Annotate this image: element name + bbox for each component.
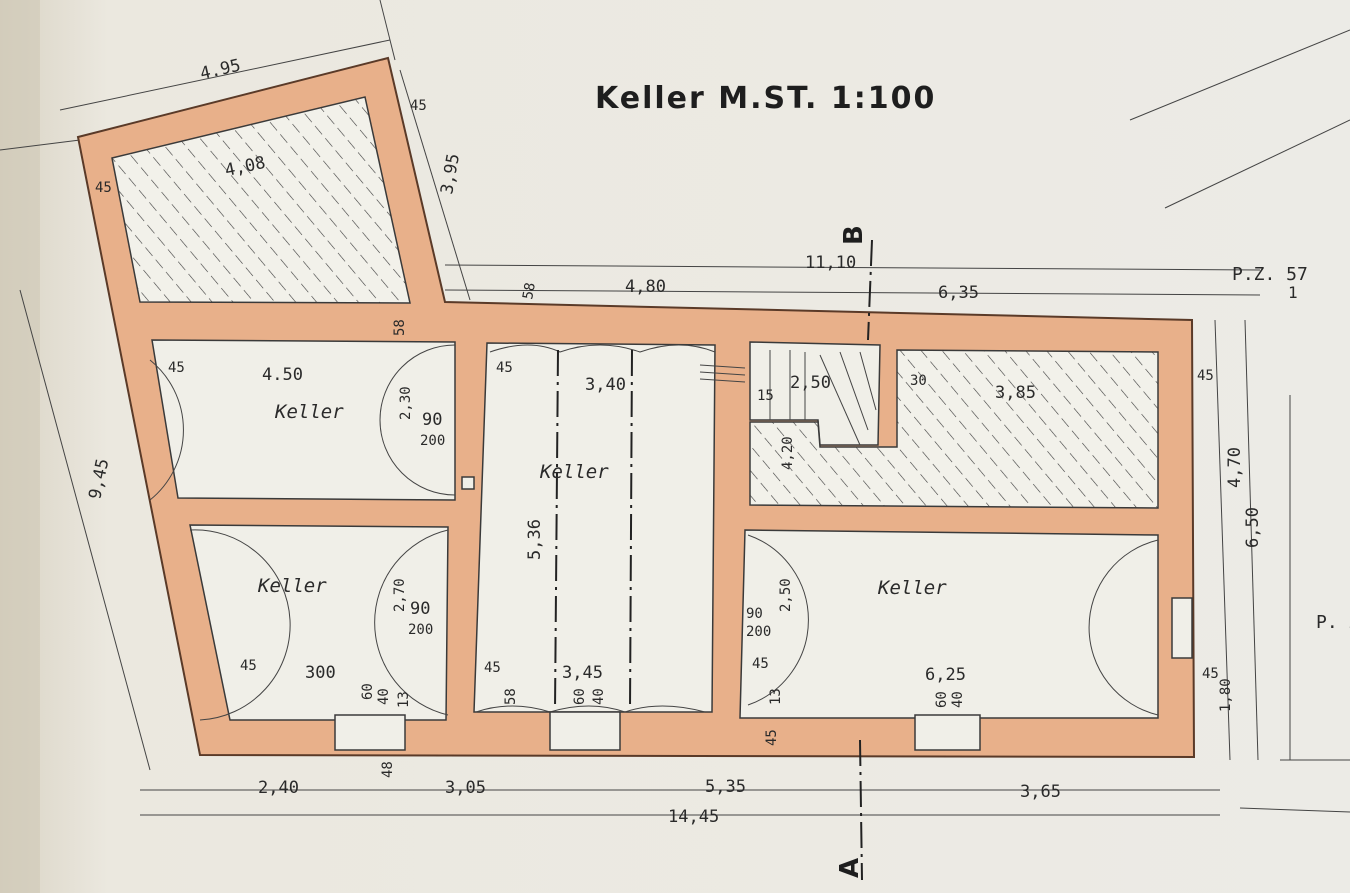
dim-right-650: 6,50 (1243, 507, 1263, 548)
keller-room-1-floor (151, 339, 456, 501)
dim-r1-door-h: 200 (420, 433, 445, 449)
dim-right-470: 4,70 (1225, 447, 1245, 488)
section-axes (554, 239, 873, 881)
dim-w58-top: 58 (520, 281, 539, 300)
dim-r4-wall: 45 (752, 656, 769, 672)
stair-steps (699, 350, 877, 446)
door-swings (149, 344, 1159, 721)
dim-hatched-right: 3,85 (995, 383, 1036, 403)
dim-stair-250: 2,50 (790, 373, 831, 393)
dim-r3b-width: 3,45 (562, 663, 603, 683)
dim-r1-height: 2,30 (398, 386, 414, 420)
dim-left-wall: 45 (95, 180, 112, 196)
dim-r4-40: 40 (950, 691, 966, 708)
rooms (111, 96, 1159, 721)
dim-r2-width: 300 (305, 663, 336, 683)
room-label-2: Keller (257, 575, 327, 597)
dim-r1-width: 4.50 (262, 365, 303, 385)
dim-r3-width: 3,40 (585, 375, 626, 395)
dim-r2-height: 2,70 (392, 578, 408, 612)
section-marker-b: B (839, 223, 869, 245)
dim-stair-30: 30 (910, 373, 927, 389)
dim-r3b-wall: 45 (484, 660, 501, 676)
hatched-room-top-left (111, 96, 411, 304)
dim-r2-40: 40 (376, 688, 392, 705)
dim-r4-250: 2,50 (778, 578, 794, 612)
dim-r1-door-w: 90 (422, 410, 442, 430)
dim-right-wall-top: 45 (1197, 368, 1214, 384)
dim-bottom-535: 5,35 (705, 777, 746, 797)
dim-overall-top: 11,10 (805, 253, 856, 273)
plan-title: Keller M.ST. 1:100 (595, 81, 936, 116)
dim-r2-wall: 45 (240, 658, 257, 674)
keller-room-4-floor (739, 529, 1159, 719)
dim-bottom-305: 3,05 (445, 778, 486, 798)
dim-w58-mid: 58 (392, 319, 408, 336)
dim-r2-48: 48 (380, 761, 396, 778)
dim-r3-wall: 45 (496, 360, 513, 376)
room-label-1: Keller (274, 401, 344, 423)
dimension-labels: 4.95 45 3,95 4,08 45 11,10 4,80 6,35 58 … (85, 56, 1263, 827)
dim-stair-420: 4,20 (780, 436, 796, 470)
dim-r4-45b: 45 (764, 729, 780, 746)
hatched-room-right (749, 349, 1159, 509)
dim-r1-wall: 45 (168, 360, 185, 376)
dim-r4-13: 13 (768, 688, 784, 705)
dim-r4-60: 60 (934, 691, 950, 708)
keller-room-3-floor (473, 342, 716, 713)
dim-r2-60: 60 (360, 683, 376, 700)
parcel-label-right: P. Z (1316, 612, 1350, 633)
dim-bottom-365: 3,65 (1020, 782, 1061, 802)
dim-r4-door-w: 90 (746, 606, 763, 622)
keller-room-2-floor (189, 524, 449, 721)
dim-right-180: 1,80 (1218, 678, 1234, 712)
dim-stair-15: 15 (757, 388, 774, 404)
dim-right-45b: 45 (1202, 666, 1219, 682)
dim-r3b-40: 40 (591, 688, 607, 705)
dim-r4-width: 6,25 (925, 665, 966, 685)
dim-r2-door-w: 90 (410, 599, 430, 619)
parcel-label-top-right-sub: 1 (1288, 283, 1298, 302)
dim-r2-door-h: 200 (408, 622, 433, 638)
section-marker-a: A (835, 856, 865, 878)
parcel-label-top-right: P.Z. 57 (1232, 264, 1308, 285)
dim-bottom-total: 14,45 (668, 807, 719, 827)
dim-r4-door-h: 200 (746, 624, 771, 640)
dim-r3b-58: 58 (503, 688, 519, 705)
dim-r2-13: 13 (396, 691, 412, 708)
dim-seg-635: 6,35 (938, 283, 979, 303)
room-label-3: Keller (539, 461, 609, 483)
room-label-4: Keller (877, 577, 947, 599)
dim-seg-480: 4,80 (625, 277, 666, 297)
dim-r3-height: 5,36 (525, 519, 545, 560)
guide-lines (0, 0, 1350, 816)
dim-bottom-240: 2,40 (258, 778, 299, 798)
dim-top-left-wall: 45 (410, 98, 427, 114)
dim-r3b-60: 60 (572, 688, 588, 705)
windows (334, 476, 1193, 751)
paper-shadow-edge (0, 0, 40, 893)
